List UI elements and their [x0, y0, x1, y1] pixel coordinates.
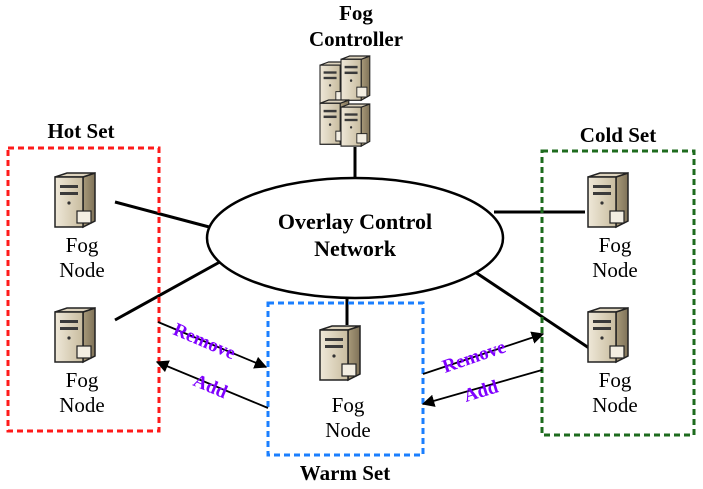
warm-set-box: [266, 301, 425, 457]
hot-node-2-server-icon: [54, 307, 96, 363]
overlay-network-ellipse: [205, 176, 505, 300]
cold-set-box: [540, 149, 696, 437]
link-cold-node-2: [474, 270, 593, 352]
warm-set-title: Warm Set: [300, 461, 390, 485]
cold-node-1-label-line1: Fog: [599, 233, 632, 257]
hot-to-warm-remove-arrow: [157, 321, 268, 369]
left-remove-label: Remove: [170, 319, 238, 364]
hot-set-box: [6, 146, 161, 433]
controller-label-line1: Fog: [339, 1, 373, 25]
hot-node-1-server-icon: [54, 172, 96, 228]
link-hot-node-1: [114, 200, 214, 230]
cold-node-1-server-icon: [587, 172, 629, 228]
right-add-label: Add: [461, 376, 501, 406]
warm-to-hot-add-arrow: [155, 360, 269, 409]
cold-set-title: Cold Set: [580, 123, 656, 147]
warm-to-cold-remove-arrow: [422, 331, 545, 375]
link-hot-node-2: [114, 256, 228, 322]
cold-node-2-server-icon: [587, 307, 629, 363]
network-label-line2: Network: [314, 236, 397, 261]
cold-to-warm-add-arrow: [421, 369, 543, 407]
warm-node-server-icon: [319, 325, 361, 381]
hot-node-2-label-line1: Fog: [66, 368, 99, 392]
cold-node-2-label-line1: Fog: [599, 368, 632, 392]
cold-node-1-label-line2: Node: [592, 258, 638, 282]
hot-node-1-label-line2: Node: [59, 258, 105, 282]
hot-node-2-label-line2: Node: [59, 393, 105, 417]
hot-node-1-label-line1: Fog: [66, 233, 99, 257]
warm-node-label-line1: Fog: [332, 393, 365, 417]
cold-node-2-label-line2: Node: [592, 393, 638, 417]
controller-server-icon: [319, 55, 371, 147]
hot-set-title: Hot Set: [47, 119, 114, 143]
right-remove-label: Remove: [440, 337, 509, 378]
network-label-line1: Overlay Control: [278, 209, 432, 234]
warm-node-label-line2: Node: [325, 418, 371, 442]
controller-label-line2: Controller: [309, 27, 403, 51]
left-add-label: Add: [190, 370, 231, 403]
